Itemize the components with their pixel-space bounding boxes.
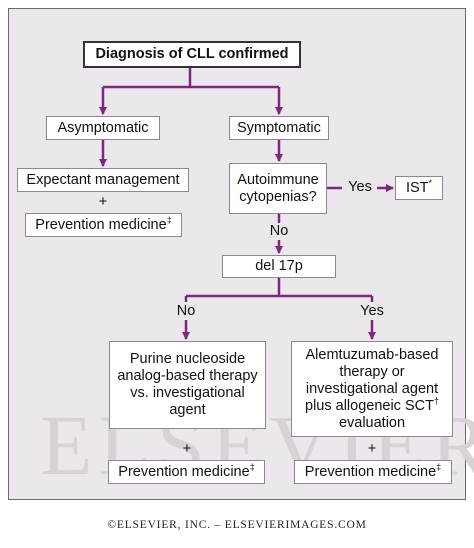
ist-box: IST* — [395, 176, 443, 200]
alem-line-3: investigational agent — [305, 380, 439, 397]
purine-line-2: analog-based therapy — [117, 368, 258, 384]
alem-line-1: Alemtuzumab-based — [305, 346, 439, 363]
purine-line-3: vs. investigational — [130, 385, 245, 401]
autoimmune-line-2: cytopenias? — [239, 188, 317, 205]
asymptomatic-box: Asymptomatic — [46, 116, 160, 140]
yes-label-ist: Yes — [348, 179, 372, 195]
purine-therapy-box: Purine nucleoside analog-based therapy v… — [109, 341, 266, 429]
asymptomatic-label: Asymptomatic — [57, 119, 149, 136]
prevention-label: Prevention medicine‡ — [118, 461, 255, 480]
no-label-del17p: No — [176, 303, 196, 319]
prevention-label: Prevention medicine‡ — [304, 461, 442, 480]
plus-sign-left-top: + — [98, 194, 108, 210]
plus-sign-right-bottom: + — [367, 441, 377, 457]
symptomatic-label: Symptomatic — [237, 119, 321, 136]
alemtuzumab-therapy-box: Alemtuzumab-based therapy or investigati… — [291, 341, 453, 437]
prevention-box-right-bottom: Prevention medicine‡ — [294, 460, 452, 484]
del17p-box: del 17p — [222, 255, 336, 278]
alem-line-4: plus allogeneic SCT† — [305, 395, 439, 414]
copyright-footer: ©ELSEVIER, INC. – ELSEVIERIMAGES.COM — [107, 519, 367, 531]
expectant-management-label: Expectant management — [26, 171, 180, 188]
del17p-label: del 17p — [255, 258, 303, 274]
alem-line-2: therapy or — [339, 363, 405, 380]
yes-label-del17p: Yes — [360, 303, 384, 319]
diagnosis-label: Diagnosis of CLL confirmed — [95, 46, 289, 62]
prevention-box-left-bottom: Prevention medicine‡ — [108, 460, 265, 484]
no-label-autoimmune: No — [269, 223, 289, 239]
prevention-box-left-top: Prevention medicine‡ — [25, 213, 182, 237]
diagnosis-box: Diagnosis of CLL confirmed — [83, 41, 301, 68]
purine-line-1: Purine nucleoside — [129, 351, 246, 367]
alem-line-5: evaluation — [338, 414, 406, 431]
symptomatic-box: Symptomatic — [229, 116, 329, 140]
autoimmune-box: Autoimmune cytopenias? — [229, 163, 327, 214]
plus-sign-left-bottom: + — [182, 441, 192, 457]
prevention-label: Prevention medicine‡ — [35, 214, 172, 233]
ist-label: IST* — [405, 177, 433, 196]
expectant-management-box: Expectant management — [17, 168, 189, 192]
purine-line-4: agent — [169, 402, 206, 418]
autoimmune-line-1: Autoimmune — [237, 171, 319, 188]
